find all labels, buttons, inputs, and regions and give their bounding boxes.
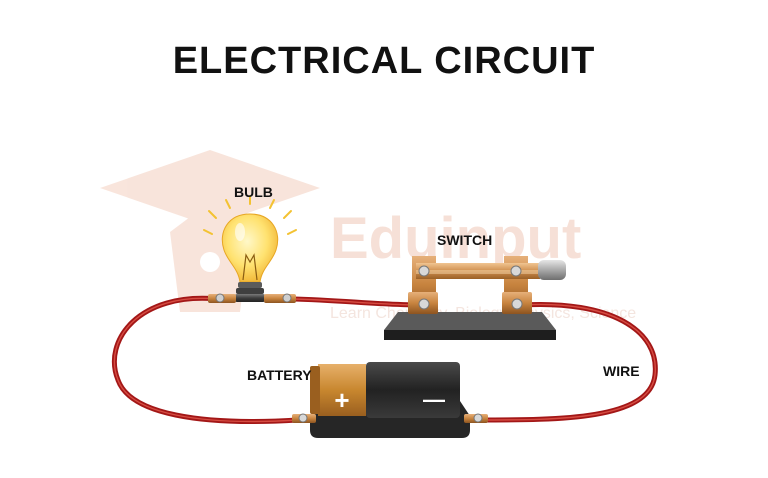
switch-handle (538, 260, 566, 280)
battery-body (366, 362, 460, 418)
bulb-label: BULB (234, 184, 273, 200)
positive-sign: + (334, 385, 349, 415)
screw-icon (511, 298, 523, 310)
screw-icon (418, 298, 430, 310)
wire-set (111, 295, 658, 424)
bulb-rays (203, 195, 297, 235)
switch-label: SWITCH (437, 232, 493, 248)
screw-icon (510, 265, 522, 277)
screw-icon (418, 265, 430, 277)
page-title: ELECTRICAL CIRCUIT (172, 40, 596, 82)
screw-icon (215, 293, 225, 303)
watermark-logo: Eduinput Learn Chemistry, Biology, Physi… (100, 150, 636, 322)
screw-icon (473, 413, 483, 423)
battery: + — (292, 362, 488, 438)
screw-icon (282, 293, 292, 303)
battery-label: BATTERY (247, 367, 312, 383)
watermark-brand: Eduinput (330, 206, 581, 271)
screw-icon (298, 413, 308, 423)
negative-sign: — (423, 387, 445, 412)
battery-positive-cap (318, 364, 366, 416)
knife-switch (384, 256, 566, 340)
wire-label: WIRE (603, 363, 640, 379)
wire-left (111, 295, 301, 424)
light-bulb (203, 195, 297, 303)
